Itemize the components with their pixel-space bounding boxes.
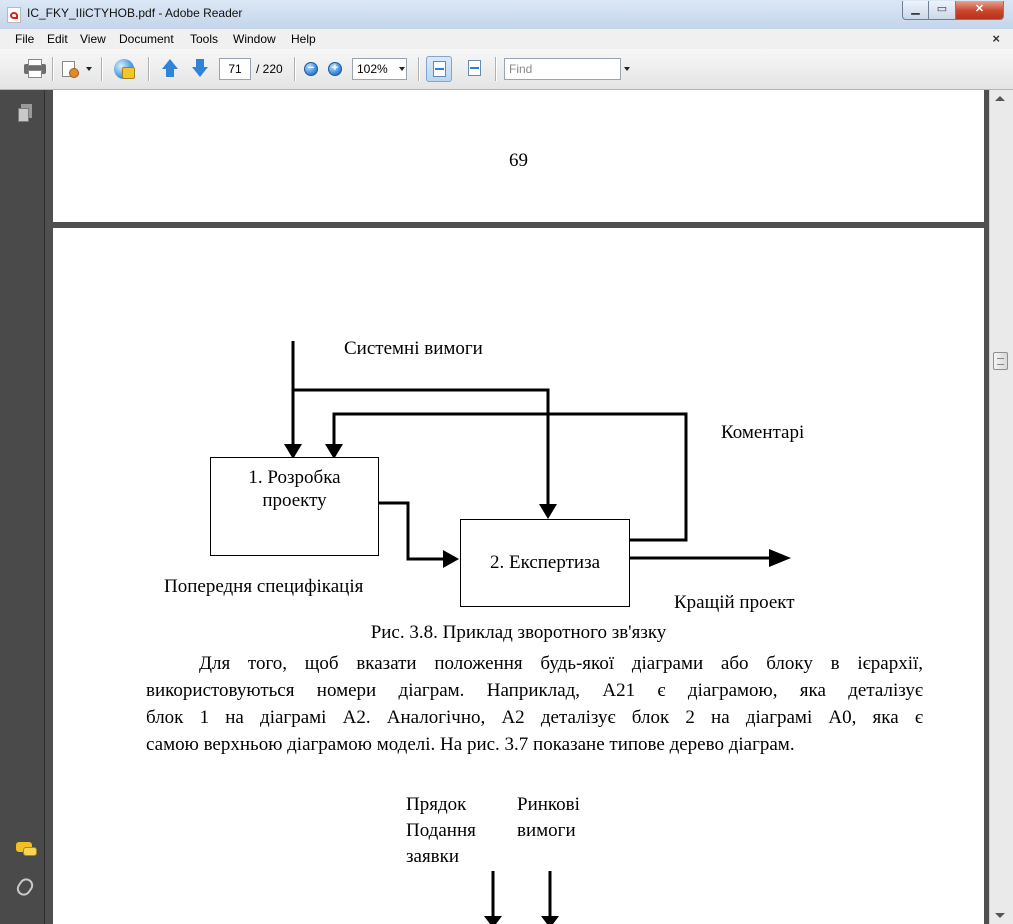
comments-label: Коментарі <box>721 422 805 443</box>
menu-tools[interactable]: Tools <box>190 32 219 46</box>
pdf-page-previous: 69 <box>53 90 984 222</box>
feedback-diagram <box>284 341 791 924</box>
scroll-up-icon[interactable] <box>995 96 1005 101</box>
zoom-value: 102% <box>357 62 388 76</box>
fit-page-icon[interactable] <box>462 56 488 82</box>
development-box <box>210 457 379 556</box>
find-placeholder: Find <box>509 62 533 76</box>
zoom-in-icon[interactable]: + <box>328 62 342 76</box>
branch-line <box>293 388 550 506</box>
arrow-right-icon <box>769 549 791 567</box>
figure-caption: Рис. 3.8. Приклад зворотного зв'язку <box>370 622 667 643</box>
menu-window[interactable]: Window <box>233 32 276 46</box>
development-box-text: 1. Розробка проекту <box>248 467 341 511</box>
body-paragraph: Для того, щоб вказати положення будь-яко… <box>146 653 923 755</box>
zoom-select[interactable]: 102% <box>352 58 407 80</box>
document-view[interactable]: 69 <box>45 90 989 924</box>
scroll-down-icon[interactable] <box>995 913 1005 918</box>
expertise-box <box>460 519 630 607</box>
order-label: Прядок Подання заявки <box>406 794 476 867</box>
share-dropdown-icon[interactable] <box>86 67 92 71</box>
chevron-down-icon <box>399 67 405 71</box>
arrow-down-icon <box>484 916 502 924</box>
arrow-down-icon <box>541 916 559 924</box>
maximize-button[interactable]: ▭ <box>929 1 956 20</box>
arrow-down-icon <box>325 444 343 459</box>
window-title: IC_FKY_IIiCTYHOB.pdf - Adobe Reader <box>27 6 243 20</box>
collaborate-icon[interactable] <box>111 57 137 81</box>
title-bar: IC_FKY_IIiCTYHOB.pdf - Adobe Reader ▁ ▭ … <box>0 0 1013 30</box>
print-icon[interactable] <box>24 59 46 78</box>
toolbar: / 220 − + 102% Find <box>0 49 1013 90</box>
close-window-button[interactable]: ✕ <box>956 1 1004 20</box>
page-number-input[interactable] <box>219 58 251 80</box>
page-number-label: 69 <box>509 150 528 171</box>
minimize-button[interactable]: ▁ <box>902 1 929 20</box>
find-dropdown-icon[interactable] <box>624 67 630 71</box>
pdf-app-icon <box>7 7 21 23</box>
vertical-scrollbar[interactable] <box>989 90 1013 924</box>
menu-edit[interactable]: Edit <box>47 32 68 46</box>
expertise-box-text: 2. Експертиза <box>489 552 601 573</box>
fit-width-scroll-icon[interactable] <box>426 56 452 82</box>
find-input[interactable]: Find <box>504 58 621 80</box>
best-project-label: Кращій проект <box>674 592 795 613</box>
zoom-out-icon[interactable]: − <box>304 62 318 76</box>
attachments-icon[interactable] <box>14 875 36 899</box>
menu-view[interactable]: View <box>80 32 106 46</box>
arrow-down-icon <box>539 504 557 519</box>
scrollbar-thumb[interactable] <box>993 352 1008 370</box>
share-icon[interactable] <box>60 59 80 79</box>
pages-panel-icon[interactable] <box>18 104 33 122</box>
arrow-down-icon <box>284 444 302 459</box>
menu-bar: File Edit View Document Tools Window Hel… <box>0 29 1013 49</box>
page-total: / 220 <box>256 62 283 76</box>
menu-file[interactable]: File <box>15 32 35 46</box>
comments-icon[interactable] <box>16 842 38 858</box>
next-page-icon[interactable] <box>190 59 210 79</box>
menu-document[interactable]: Document <box>119 32 174 46</box>
preliminary-spec-label: Попередня специфікація <box>164 576 364 597</box>
arrow-right-icon <box>443 550 459 568</box>
system-requirements-label: Системні вимоги <box>344 338 483 359</box>
connector-line <box>378 501 445 561</box>
pdf-page-current: Системні вимоги Коментарі 1. Розробка пр… <box>53 228 984 924</box>
feedback-line <box>332 412 688 542</box>
previous-page-icon[interactable] <box>160 59 180 79</box>
navigation-panel <box>0 90 45 924</box>
menu-help[interactable]: Help <box>291 32 316 46</box>
market-requirements-label: Ринкові вимоги <box>517 794 580 841</box>
close-document-icon[interactable]: × <box>992 31 1000 46</box>
